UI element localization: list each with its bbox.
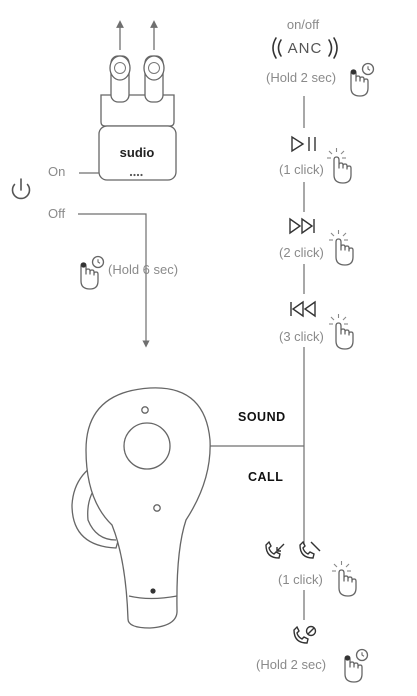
hand-click-icon: [331, 560, 357, 597]
hand-hold-icon: [344, 648, 369, 683]
hand-click-icon: [328, 313, 354, 350]
sound-mode-label: SOUND: [238, 410, 286, 424]
call-mode-label: CALL: [248, 470, 284, 484]
previous-track-label: (3 click): [279, 329, 324, 344]
play-pause-icon: [291, 135, 316, 153]
case-brand-logo: sudio: [120, 145, 155, 160]
phone-end-icon: [299, 540, 321, 559]
power-hold-label: (Hold 6 sec): [108, 262, 179, 277]
anc-toggle-label: on/off: [286, 17, 320, 32]
call-answer-label: (1 click): [278, 572, 323, 587]
power-off-label: Off: [48, 206, 66, 221]
power-icon: [11, 178, 31, 200]
earbud-illustration: [71, 387, 211, 629]
previous-track-icon: [290, 300, 316, 318]
phone-answer-icon: [265, 540, 285, 559]
play-pause-label: (1 click): [279, 162, 324, 177]
phone-reject-icon: [293, 625, 317, 644]
anc-hold-label: (Hold 2 sec): [266, 70, 337, 85]
hand-click-icon: [328, 229, 354, 266]
anc-wave-icon: [272, 37, 338, 59]
hand-hold-icon: [350, 62, 375, 97]
next-track-icon: [289, 217, 315, 235]
power-on-label: On: [48, 164, 66, 179]
charging-case: sudio: [98, 20, 177, 181]
hand-click-icon: [326, 147, 352, 184]
anc-mode-label: ANC: [287, 40, 323, 57]
off-connector: [78, 213, 150, 348]
hand-hold-icon: [80, 255, 105, 290]
call-reject-label: (Hold 2 sec): [256, 657, 327, 672]
next-track-label: (2 click): [279, 245, 324, 260]
